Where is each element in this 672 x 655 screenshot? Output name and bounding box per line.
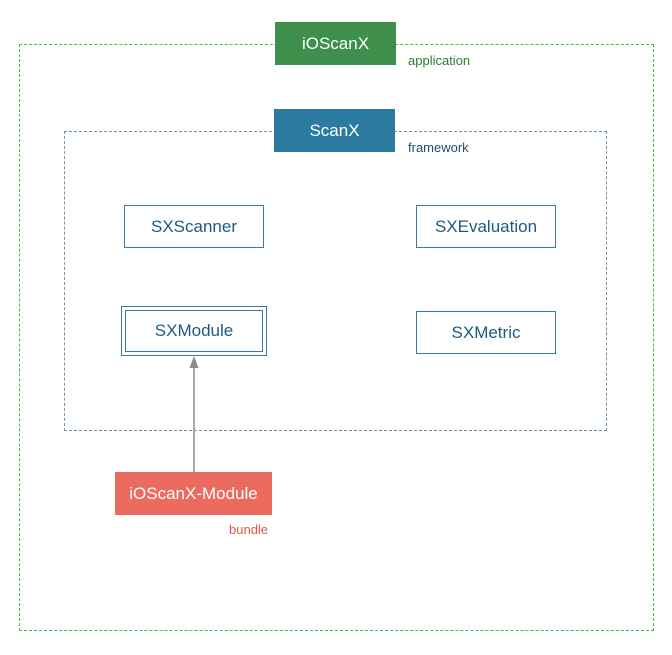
framework-node: ScanX (274, 109, 395, 152)
bundle-kind-label: bundle (229, 522, 269, 537)
framework-boundary (64, 131, 607, 431)
application-kind-label: application (408, 53, 471, 68)
application-node: iOScanX (275, 22, 396, 65)
sxmetric-node: SXMetric (416, 311, 556, 354)
framework-kind-label: framework (408, 140, 469, 155)
sxscanner-node: SXScanner (124, 205, 264, 248)
sxevaluation-node: SXEvaluation (416, 205, 556, 248)
sxmodule-node: SXModule (125, 310, 263, 352)
bundle-node: iOScanX-Module (115, 472, 272, 515)
